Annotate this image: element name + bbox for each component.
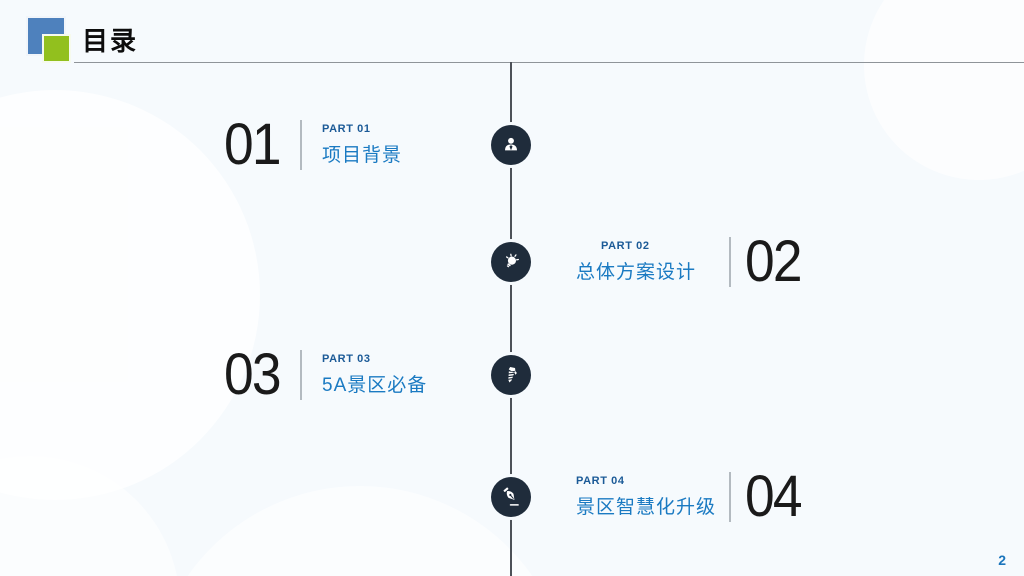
toc-entry-1: 01 PART 01 项目背景	[224, 114, 402, 176]
entry-title: 项目背景	[322, 145, 403, 166]
background-decor-circle	[0, 90, 260, 500]
entry-part-label: PART 03	[322, 353, 371, 365]
entry-number: 03	[224, 342, 282, 407]
timeline-node-2	[491, 242, 531, 282]
timeline-node-4	[491, 477, 531, 517]
toc-entry-4: PART 04 景区智慧化升级 04	[576, 466, 806, 528]
entry-divider	[300, 120, 302, 170]
pen-icon	[500, 486, 522, 508]
entry-title: 总体方案设计	[576, 262, 697, 283]
entry-title: 景区智慧化升级	[576, 497, 717, 518]
entry-divider	[300, 350, 302, 400]
entry-divider	[729, 237, 731, 287]
entry-part-label: PART 04	[576, 475, 625, 487]
timeline-vertical-line	[510, 62, 512, 576]
tie-icon	[500, 364, 522, 386]
entry-number: 04	[745, 464, 802, 529]
entry-part-label: PART 02	[601, 240, 650, 252]
page-title: 目录	[82, 26, 139, 56]
page-number: 2	[998, 552, 1006, 568]
header-divider-line	[74, 62, 1024, 63]
timeline-node-3	[491, 355, 531, 395]
lightbulb-icon	[500, 251, 522, 273]
entry-title: 5A景区必备	[322, 375, 428, 396]
entry-number: 02	[745, 229, 802, 294]
timeline-node-1	[491, 125, 531, 165]
background-decor-circle	[864, 0, 1024, 180]
logo-green-square	[42, 34, 71, 63]
entry-part-label: PART 01	[322, 123, 371, 135]
entry-number: 01	[224, 112, 282, 177]
entry-divider	[729, 472, 731, 522]
toc-entry-3: 03 PART 03 5A景区必备	[224, 344, 427, 406]
person-icon	[500, 134, 522, 156]
toc-entry-2: PART 02 总体方案设计 02	[576, 231, 806, 293]
